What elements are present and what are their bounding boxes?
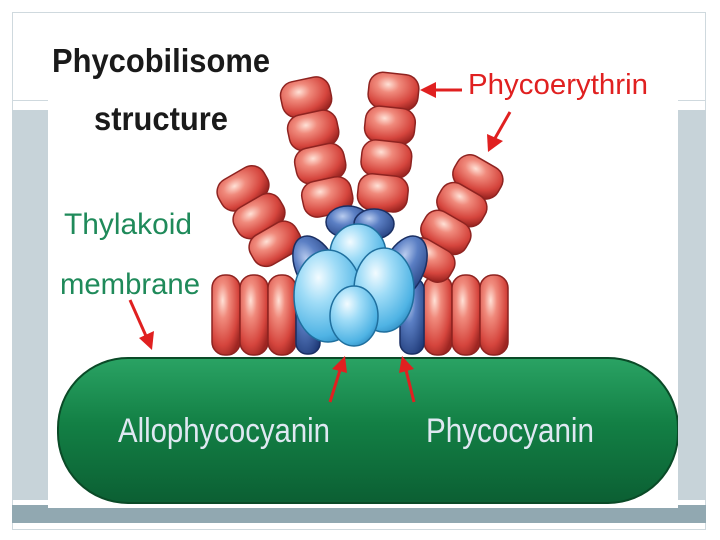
phycobilisome-figure: Phycobilisome structure Phycoerythrin Th… (48, 28, 678, 508)
bottom-band (12, 505, 706, 523)
arrow-allophycocyanin (328, 356, 347, 403)
phycoerythrin-rod-2 (279, 76, 354, 218)
thylakoid-membrane (57, 357, 678, 504)
arrow-phycoerythrin-top (420, 82, 462, 98)
thylakoid-label-line1: Thylakoid (64, 208, 192, 241)
phycoerythrin-label: Phycoerythrin (468, 69, 648, 101)
arrow-phycocyanin (399, 356, 416, 403)
phycoerythrin-base-right (423, 274, 509, 356)
diagram-title-line1: Phycobilisome (52, 42, 270, 79)
thylakoid-label-line2: membrane (60, 268, 200, 301)
arrow-thylakoid (128, 299, 154, 350)
phycoerythrin-rod-4 (404, 154, 504, 283)
phycoerythrin-rod-1 (216, 165, 302, 268)
phycobilisome-diagram: Phycobilisome structure Phycoerythrin Th… (52, 42, 678, 504)
phycoerythrin-rod-3 (356, 71, 420, 213)
allophycocyanin-label: Allophycocyanin (118, 412, 330, 450)
allophycocyanin-core (293, 223, 415, 347)
phycoerythrin-base-left (211, 274, 297, 356)
left-side-panel (12, 110, 52, 500)
diagram-title-line2: structure (94, 100, 228, 137)
phycocyanin-label: Phycocyanin (426, 412, 594, 450)
arrow-phycoerythrin-side (487, 111, 512, 152)
